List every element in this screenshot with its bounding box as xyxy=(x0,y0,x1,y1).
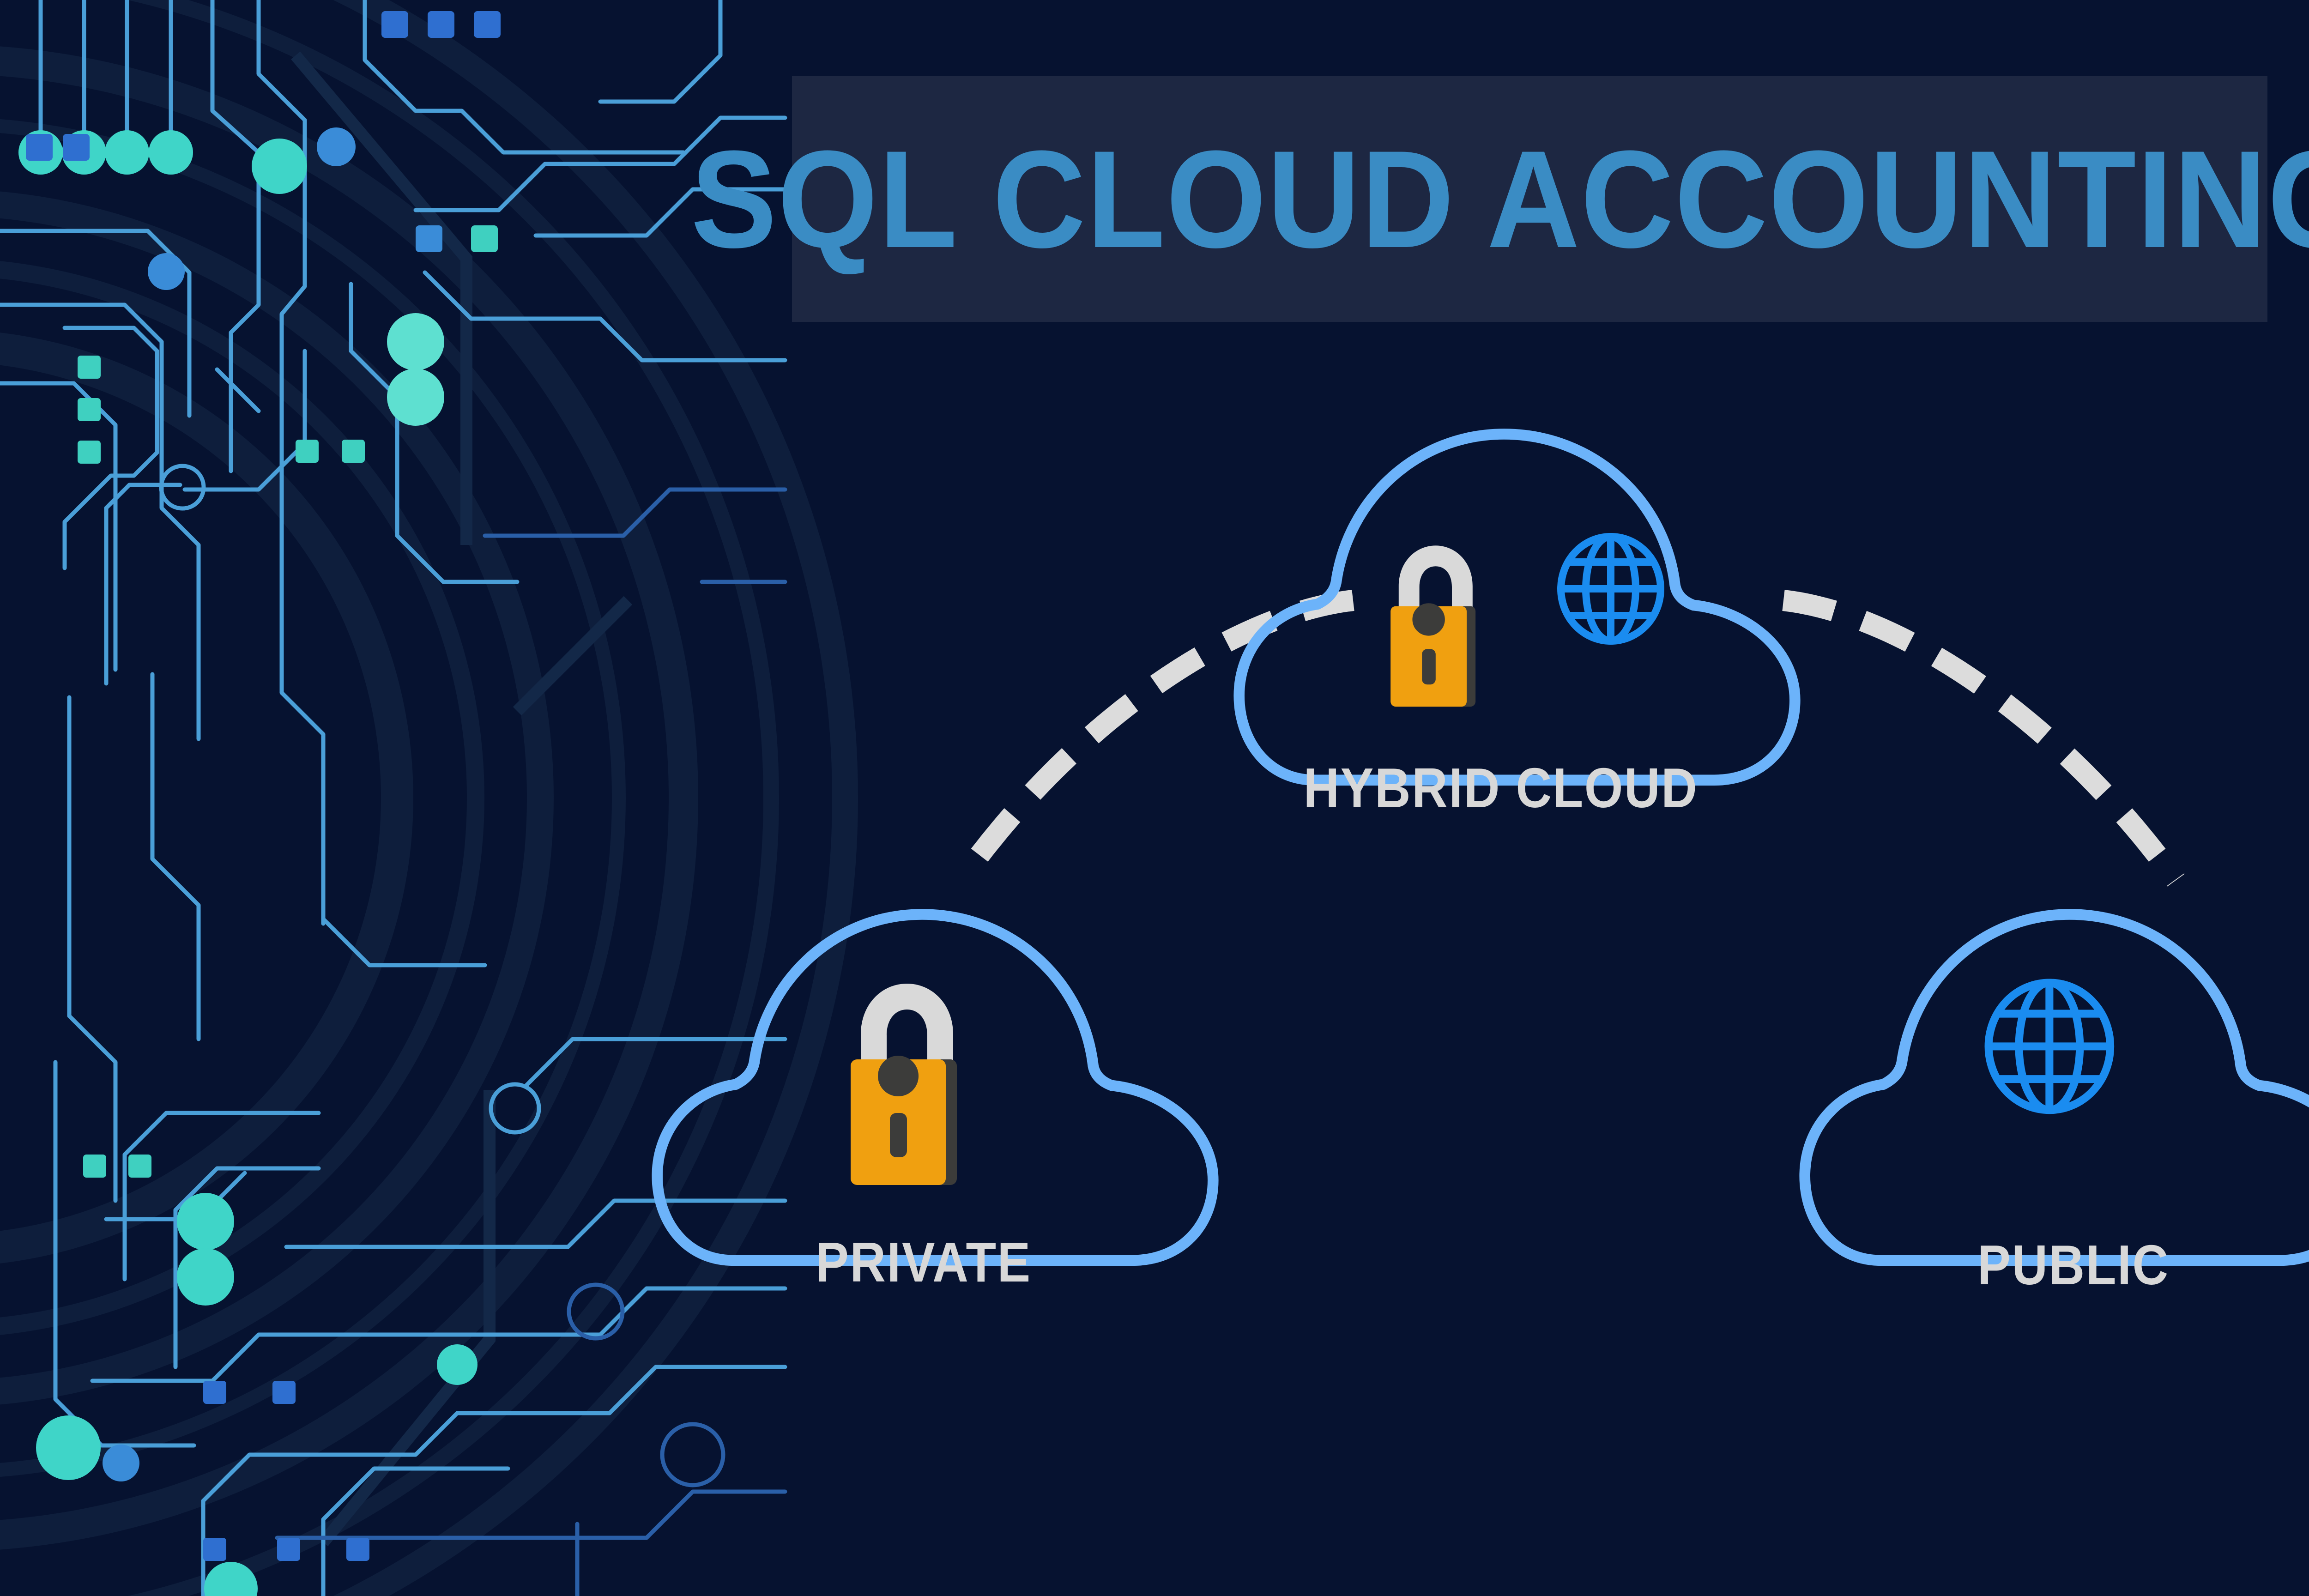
lock-keyhole-stem xyxy=(1422,649,1436,685)
title-panel xyxy=(792,76,2267,322)
lock-shackle xyxy=(861,984,953,1063)
cloud-label-private: PRIVATE xyxy=(816,1231,1032,1294)
node-hybrid-cloud[interactable] xyxy=(1239,434,1795,780)
page-title: SQL CLOUD ACCOUNTING xyxy=(690,121,2309,277)
cloud-outline-hybrid xyxy=(1239,434,1795,780)
circuit-left-traces-dim xyxy=(275,487,787,1596)
globe-icon xyxy=(1557,533,1664,645)
circuit-left-squares xyxy=(26,11,501,1561)
cloud-label-public: PUBLIC xyxy=(1977,1233,2170,1296)
cloud-label-hybrid: HYBRID CLOUD xyxy=(1303,756,1699,819)
node-public-cloud[interactable] xyxy=(1805,914,2309,1260)
globe-icon xyxy=(1984,979,2115,1114)
lock-icon xyxy=(851,984,957,1185)
arc-chevron-accents xyxy=(291,51,633,1547)
lock-keyhole-top xyxy=(1412,603,1445,636)
lock-icon xyxy=(1390,545,1476,707)
lock-keyhole-stem xyxy=(890,1113,907,1157)
cloud-outline-public xyxy=(1805,914,2309,1260)
lock-shackle xyxy=(1398,545,1473,609)
left-arc-bands xyxy=(0,0,858,1596)
circuit-left-traces xyxy=(0,0,787,1596)
lock-keyhole-top xyxy=(878,1056,919,1096)
connector-hybrid-public xyxy=(1782,590,2185,887)
circuit-left-rings xyxy=(159,464,541,1135)
connector-hybrid-private xyxy=(954,590,1354,884)
node-private-cloud[interactable] xyxy=(657,914,1213,1260)
